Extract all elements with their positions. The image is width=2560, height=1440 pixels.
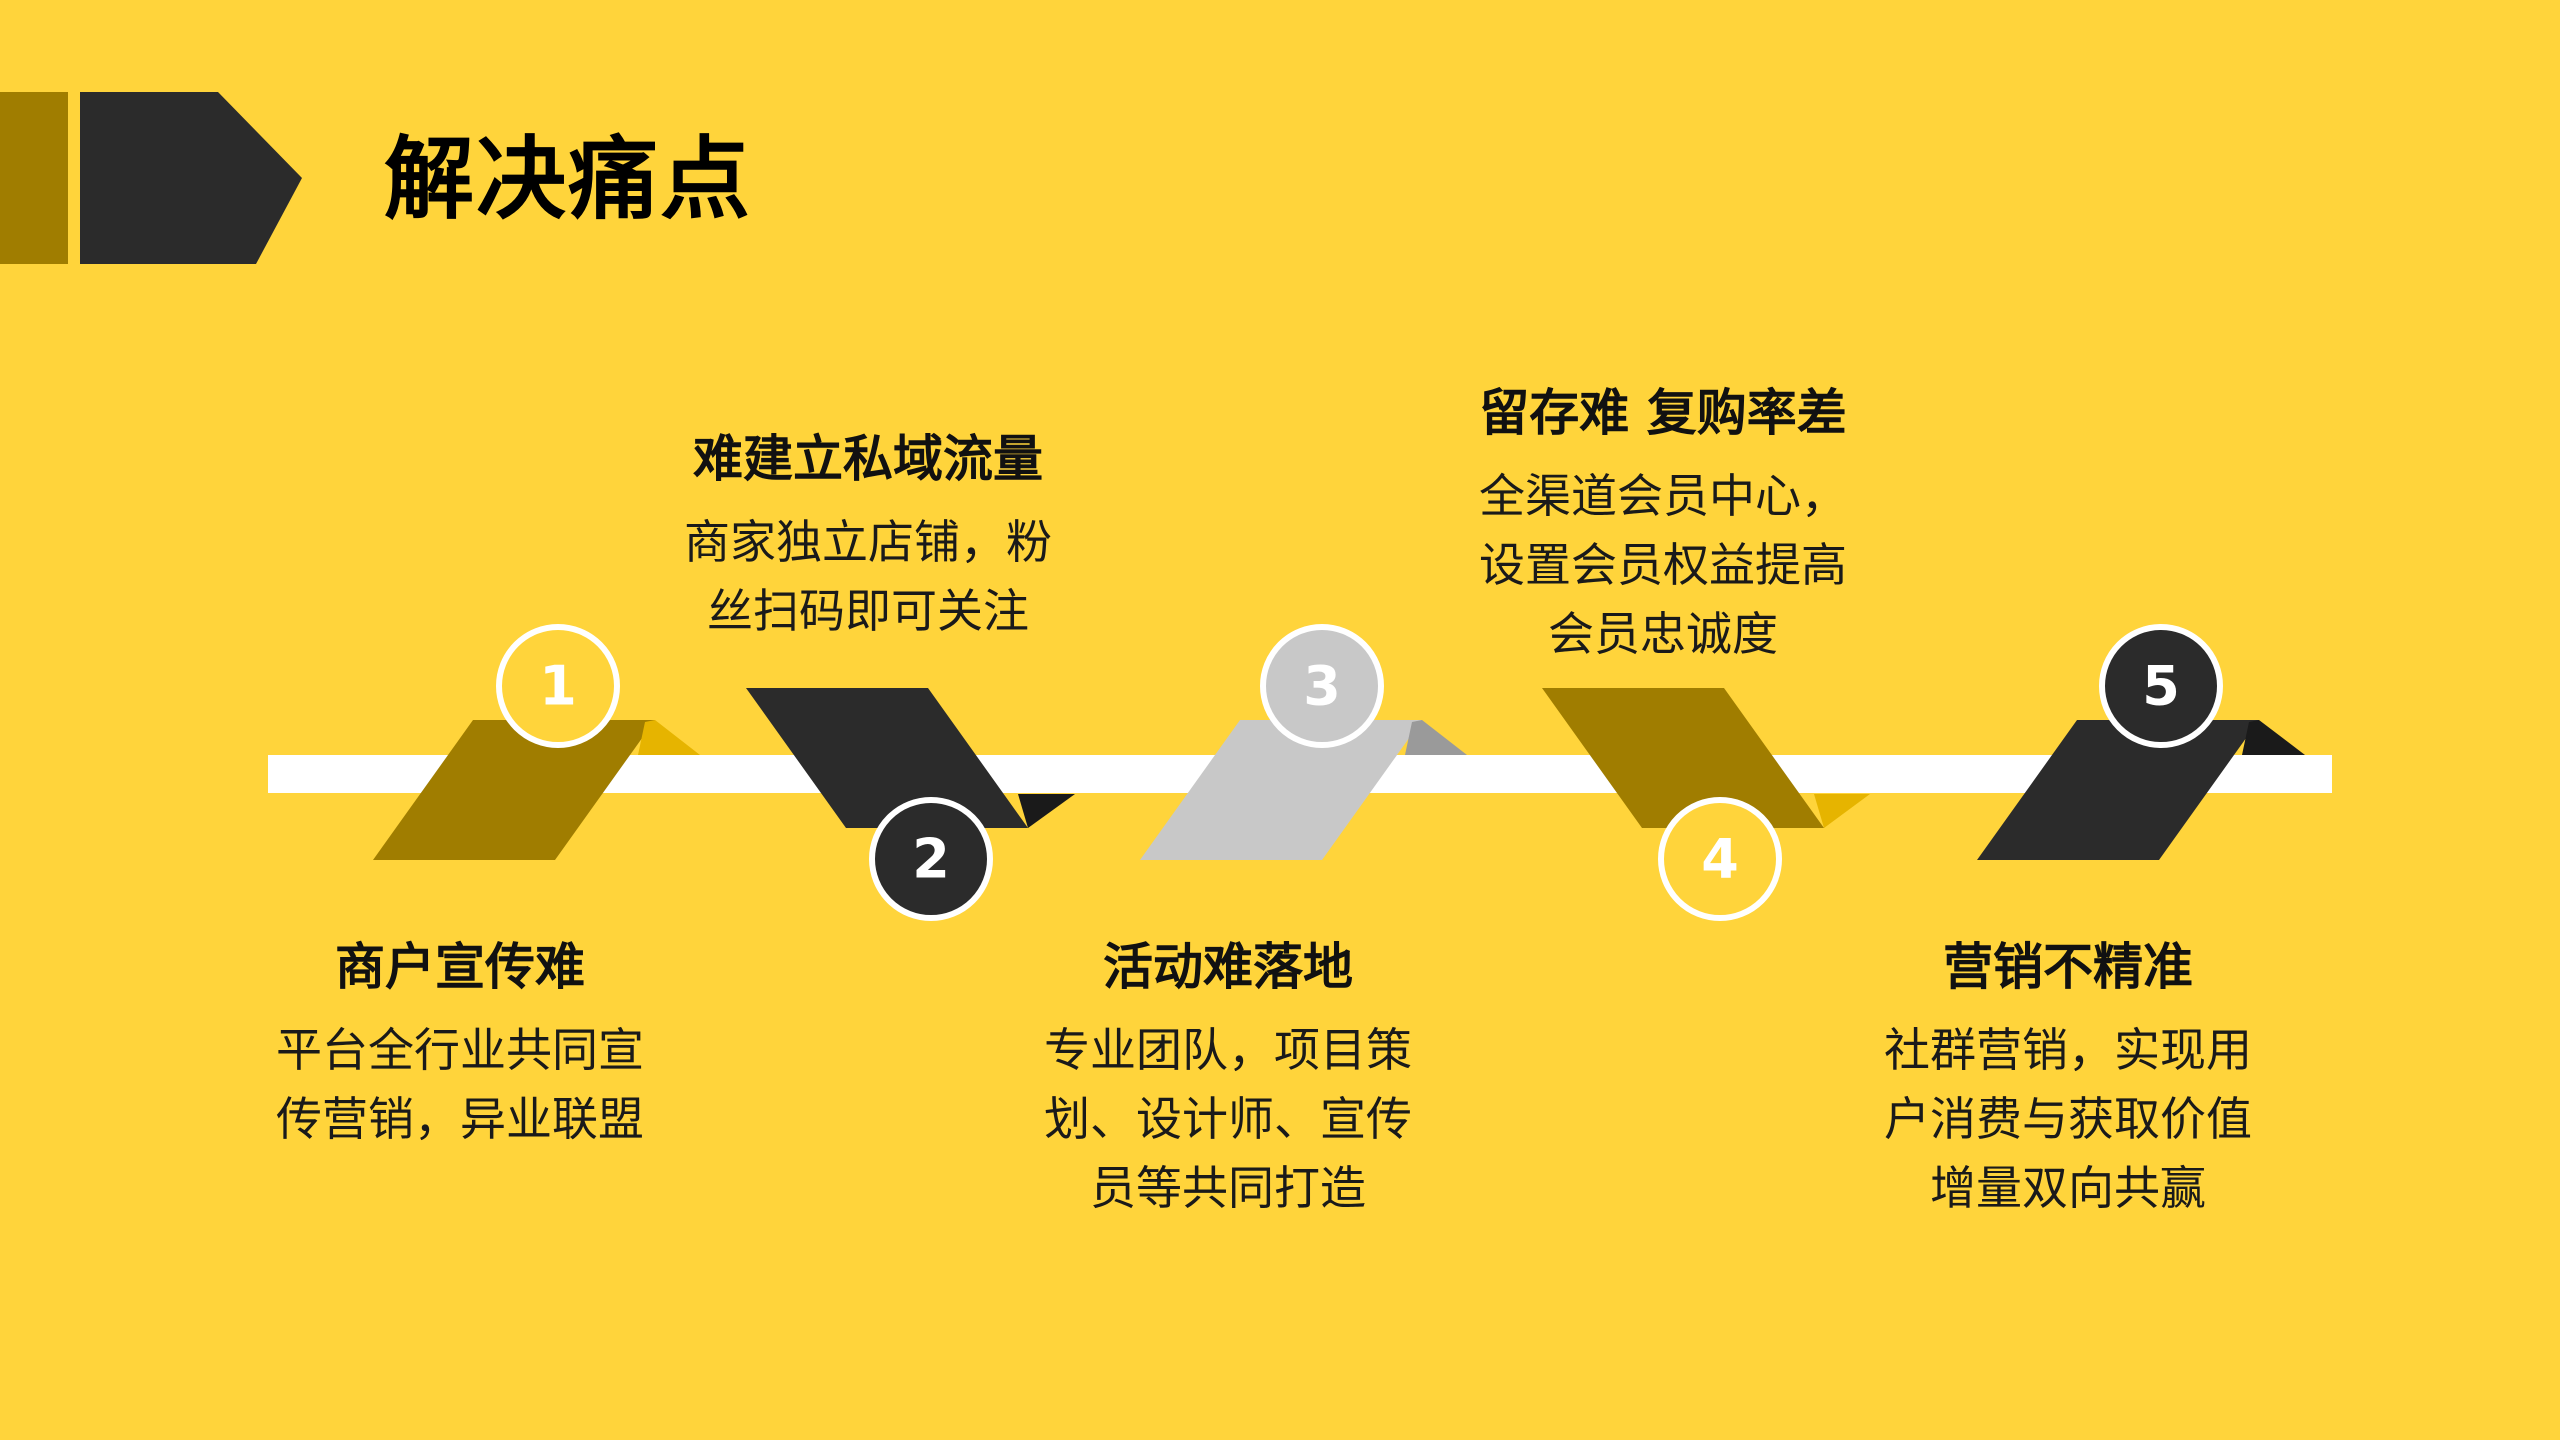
- step-1-shape: [373, 720, 655, 860]
- step-2-number: 2: [912, 828, 950, 891]
- header-arrow-tab: [80, 92, 302, 264]
- step-5-shape: [1977, 720, 2259, 860]
- step-5-number: 5: [2142, 655, 2180, 718]
- step-2-shape: [746, 688, 1028, 828]
- step-1-fold: [638, 720, 700, 755]
- step-3-desc-line: 专业团队，项目策: [1044, 1023, 1412, 1077]
- step-3-desc: 专业团队，项目策 划、设计师、宣传 员等共同打造: [1018, 1016, 1438, 1223]
- step-3-title: 活动难落地: [1103, 938, 1353, 996]
- step-2-fold: [1018, 794, 1075, 828]
- step-4-desc-line: 会员忠诚度: [1548, 607, 1778, 661]
- step-2-title: 难建立私域流量: [693, 430, 1043, 488]
- step-3-desc-line: 划、设计师、宣传: [1044, 1092, 1412, 1146]
- step-5-desc: 社群营销，实现用 户消费与获取价值 增量双向共赢: [1858, 1016, 2278, 1223]
- step-2-desc-line: 商家独立店铺，粉: [684, 515, 1052, 569]
- step-1-desc-line: 传营销，异业联盟: [276, 1092, 644, 1146]
- step-4-desc-line: 全渠道会员中心，: [1479, 469, 1847, 523]
- step-2-desc: 商家独立店铺，粉 丝扫码即可关注: [658, 508, 1078, 646]
- step-4-title: 留存难 复购率差: [1479, 384, 1847, 442]
- step-3-number: 3: [1303, 655, 1341, 718]
- step-4-fold: [1814, 794, 1870, 828]
- step-4-desc-line: 设置会员权益提高: [1479, 538, 1847, 592]
- step-3-number-circle: 3: [1260, 624, 1384, 748]
- step-3-fold: [1405, 720, 1467, 755]
- step-2-desc-line: 丝扫码即可关注: [707, 584, 1029, 638]
- step-1-number: 1: [539, 655, 577, 718]
- step-4-shape: [1542, 688, 1824, 828]
- step-1-number-circle: 1: [496, 624, 620, 748]
- header-accent-bar: [0, 92, 68, 264]
- step-5-number-circle: 5: [2099, 624, 2223, 748]
- step-5-fold: [2242, 720, 2305, 755]
- step-1-desc: 平台全行业共同宣 传营销，异业联盟: [250, 1016, 670, 1154]
- page-title: 解决痛点: [384, 127, 752, 232]
- step-4-number-circle: 4: [1658, 797, 1782, 921]
- step-1-desc-line: 平台全行业共同宣: [276, 1023, 644, 1077]
- step-5-title: 营销不精准: [1943, 938, 2193, 996]
- step-4-number: 4: [1701, 828, 1739, 891]
- step-2-number-circle: 2: [869, 797, 993, 921]
- step-3-desc-line: 员等共同打造: [1090, 1161, 1366, 1215]
- step-4-desc: 全渠道会员中心， 设置会员权益提高 会员忠诚度: [1453, 462, 1873, 669]
- step-5-desc-line: 增量双向共赢: [1930, 1161, 2206, 1215]
- step-3-shape: [1140, 720, 1422, 860]
- step-5-desc-line: 社群营销，实现用: [1884, 1023, 2252, 1077]
- step-1-title: 商户宣传难: [335, 938, 585, 996]
- step-5-desc-line: 户消费与获取价值: [1884, 1092, 2252, 1146]
